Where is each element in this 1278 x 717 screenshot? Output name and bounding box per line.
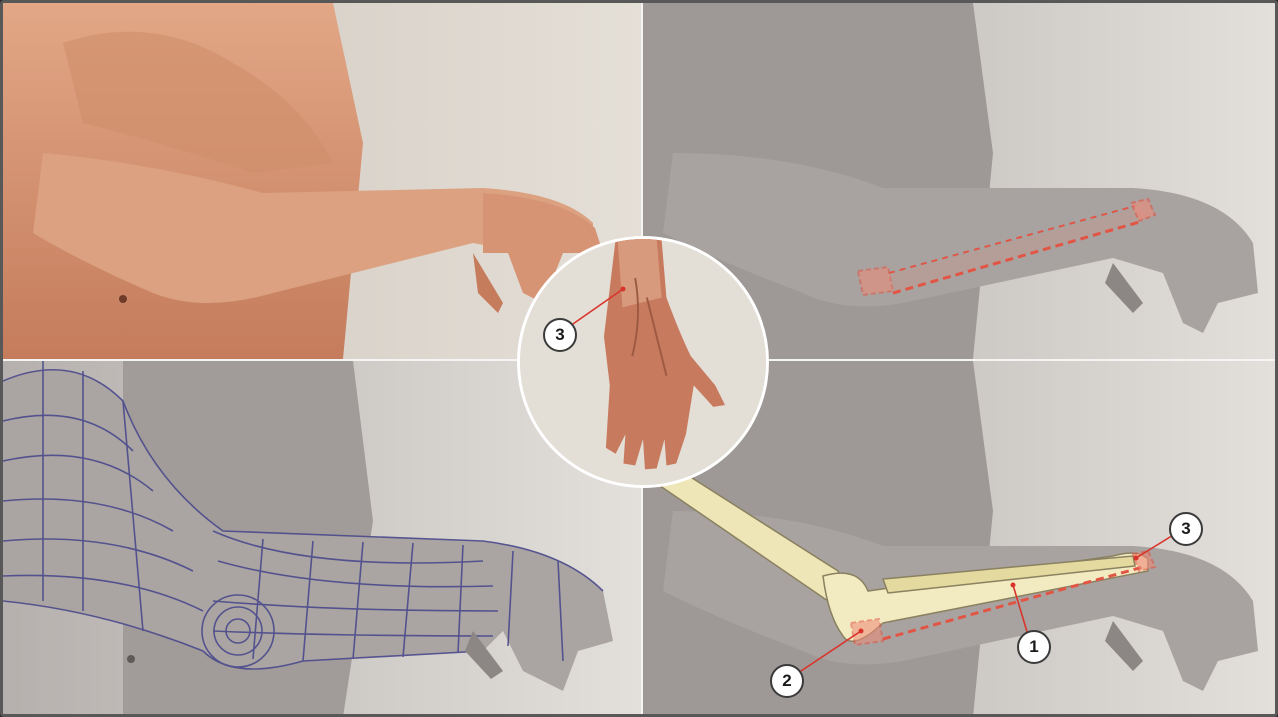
wrist-closeup-icon <box>520 239 766 485</box>
callout-ulna-shaft: 1 <box>1017 630 1051 664</box>
callout-styloid: 3 <box>1169 512 1203 546</box>
wrist-closeup-inset <box>517 236 769 488</box>
callout-olecranon: 2 <box>770 664 804 698</box>
callout-inset-marker: 3 <box>543 318 577 352</box>
